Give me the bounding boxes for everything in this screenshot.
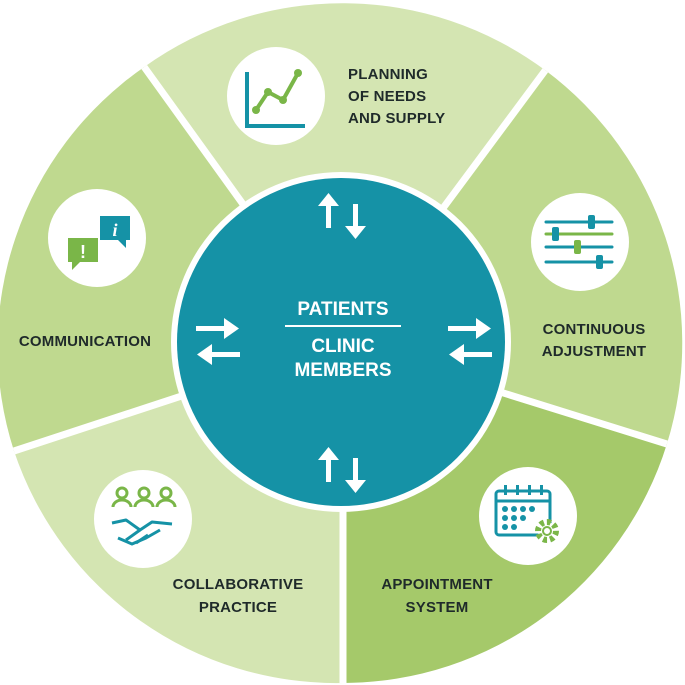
svg-text:i: i — [112, 220, 117, 240]
center-disc — [177, 178, 505, 506]
center-bottom-label-line2: MEMBERS — [294, 360, 391, 381]
arrows-right-icon — [448, 318, 492, 365]
team-handshake-icon — [94, 470, 192, 568]
label-appointment-line2: SYSTEM — [406, 599, 469, 616]
arrows-left-icon — [196, 318, 240, 365]
label-continuous-line1: CONTINUOUS — [543, 321, 646, 338]
line-chart-icon — [227, 47, 325, 145]
label-planning-line3: AND SUPPLY — [348, 110, 445, 127]
label-collaborative-line2: PRACTICE — [199, 599, 277, 616]
label-communication: COMMUNICATION — [19, 333, 151, 350]
svg-text:!: ! — [80, 242, 86, 262]
label-planning-line2: OF NEEDS — [348, 88, 426, 105]
sliders-icon — [531, 193, 629, 291]
center-bottom-label-line1: CLINIC — [311, 336, 375, 357]
label-appointment-line1: APPOINTMENT — [381, 576, 492, 593]
label-planning-line1: PLANNING — [348, 66, 428, 83]
arrows-bottom-icon — [318, 447, 366, 493]
label-continuous-line2: ADJUSTMENT — [542, 343, 647, 360]
calendar-gear-icon — [479, 467, 577, 565]
arrows-top-icon — [318, 193, 366, 239]
chat-bubbles-icon: ! i — [48, 189, 146, 287]
label-collaborative-line1: COLLABORATIVE — [173, 576, 304, 593]
center-top-label: PATIENTS — [297, 299, 388, 320]
